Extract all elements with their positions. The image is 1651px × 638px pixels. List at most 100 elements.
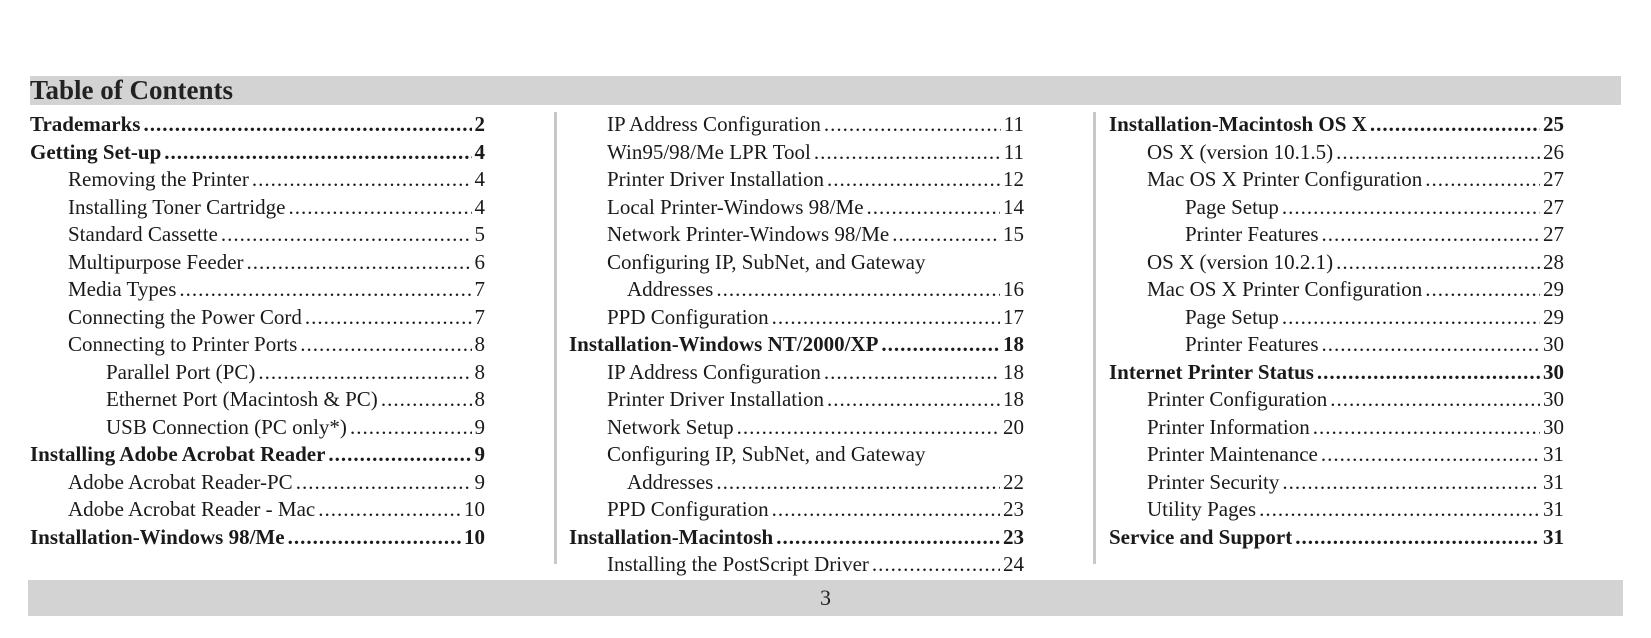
toc-entry[interactable]: Standard Cassette5 [30,221,485,249]
toc-entry-label: Installation-Windows 98/Me [30,524,285,549]
dot-leader [1425,166,1540,194]
dot-leader [827,386,1000,414]
toc-entry[interactable]: Installation-Macintosh OS X25 [1109,111,1564,139]
toc-entry[interactable]: Getting Set-up4 [30,139,485,167]
toc-entry-label: Installing the PostScript Driver [607,552,869,576]
toc-entry-page: 6 [474,249,486,274]
toc-entry[interactable]: Configuring IP, SubNet, and Gateway [569,441,1024,469]
toc-entry[interactable]: OS X (version 10.2.1)28 [1109,249,1564,277]
toc-entry-page: 29 [1543,304,1564,329]
toc-entry[interactable]: USB Connection (PC only*)9 [30,414,485,442]
toc-entry[interactable]: Printer Maintenance31 [1109,441,1564,469]
toc-entry-page: 31 [1543,442,1564,466]
toc-entry[interactable]: PPD Configuration23 [569,496,1024,524]
toc-entry[interactable]: Internet Printer Status30 [1109,359,1564,387]
toc-entry[interactable]: Network Printer-Windows 98/Me15 [569,221,1024,249]
dot-leader [288,194,471,222]
toc-entry[interactable]: Printer Information30 [1109,414,1564,442]
dot-leader [1336,249,1540,277]
toc-entry-label: Service and Support [1109,524,1293,549]
dot-leader [179,276,471,304]
toc-entry-label: Getting Set-up [30,139,162,164]
toc-entry[interactable]: Mac OS X Printer Configuration29 [1109,276,1564,304]
toc-entry-label: Configuring IP, SubNet, and Gateway [607,442,926,466]
toc-entry-page: 7 [474,277,486,301]
dot-leader [892,221,1000,249]
toc-entry[interactable]: Adobe Acrobat Reader - Mac10 [30,496,485,524]
toc-entry-label: Win95/98/Me LPR Tool [607,139,811,164]
toc-entry-page: 18 [1003,387,1024,411]
toc-entry[interactable]: Installing the PostScript Driver24 [569,551,1024,579]
toc-entry-label: Removing the Printer [68,167,249,191]
toc-entry[interactable]: Connecting to Printer Ports8 [30,331,485,359]
toc-entry[interactable]: Service and Support31 [1109,524,1564,552]
toc-entry-page: 4 [474,194,486,219]
toc-entry-page: 5 [474,222,486,246]
dot-leader [300,331,471,359]
toc-entry[interactable]: OS X (version 10.1.5)26 [1109,139,1564,167]
toc-entry[interactable]: Parallel Port (PC)8 [30,359,485,387]
toc-entry-page: 8 [474,359,486,384]
toc-entry[interactable]: Printer Driver Installation 18 [569,386,1024,414]
toc-entry[interactable]: Installation-Windows NT/2000/XP18 [569,331,1024,359]
toc-entry-label: Multipurpose Feeder [68,249,244,274]
toc-entry[interactable]: Media Types7 [30,276,485,304]
toc-entry[interactable]: Printer Configuration30 [1109,386,1564,414]
toc-entry[interactable]: Printer Features30 [1109,331,1564,359]
toc-entry[interactable]: Connecting the Power Cord7 [30,304,485,332]
toc-entry-label: OS X (version 10.2.1) [1147,249,1334,274]
toc-entry[interactable]: Installation-Macintosh23 [569,524,1024,552]
toc-entry[interactable]: Configuring IP, SubNet, and Gateway [569,249,1024,277]
toc-entry[interactable]: Win95/98/Me LPR Tool11 [569,139,1024,167]
toc-entry-page: 8 [474,387,486,411]
toc-entry[interactable]: Addresses16 [569,276,1024,304]
dot-leader [776,524,1000,552]
toc-entry-page: 9 [474,442,486,466]
dot-leader [1317,359,1540,387]
toc-entry-page: 17 [1003,304,1024,329]
page-number: 3 [820,585,831,610]
toc-entry-page: 30 [1543,414,1564,439]
toc-entry[interactable]: Network Setup20 [569,414,1024,442]
toc-entry-label: Printer Driver Installation [607,387,824,411]
toc-entry-label: Internet Printer Status [1109,359,1314,384]
toc-entry[interactable]: Removing the Printer4 [30,166,485,194]
page-title: Table of Contents [30,75,234,105]
toc-entry-page: 14 [1003,194,1024,219]
toc-entry[interactable]: Ethernet Port (Macintosh & PC)8 [30,386,485,414]
toc-entry-label: OS X (version 10.1.5) [1147,139,1334,164]
toc-entry-label: USB Connection (PC only*) [106,414,347,439]
toc-entry[interactable]: IP Address Configuration11 [569,111,1024,139]
toc-entry[interactable]: Printer Security31 [1109,469,1564,497]
dot-leader [258,359,471,387]
toc-entry[interactable]: Addresses22 [569,469,1024,497]
toc-entry-label: Local Printer-Windows 98/Me [607,194,864,219]
toc-entry-label: Utility Pages [1147,497,1257,521]
dot-leader [164,139,471,167]
toc-entry[interactable]: Installation-Windows 98/Me10 [30,524,485,552]
toc-entry[interactable]: Printer Driver Installation12 [569,166,1024,194]
toc-entry-label: Page Setup [1185,304,1279,329]
dot-leader [1282,194,1540,222]
toc-entry[interactable]: Printer Features27 [1109,221,1564,249]
toc-entry[interactable]: Installing Adobe Acrobat Reader9 [30,441,485,469]
toc-entry[interactable]: Mac OS X Printer Configuration27 [1109,166,1564,194]
dot-leader [328,441,471,469]
toc-entry[interactable]: IP Address Configuration18 [569,359,1024,387]
toc-entry[interactable]: Local Printer-Windows 98/Me 14 [569,194,1024,222]
toc-entry[interactable]: Adobe Acrobat Reader-PC9 [30,469,485,497]
dot-leader [881,331,1000,359]
toc-entry[interactable]: Trademarks2 [30,111,485,139]
toc-entry[interactable]: Page Setup27 [1109,194,1564,222]
toc-entry[interactable]: Page Setup 29 [1109,304,1564,332]
dot-leader [252,166,472,194]
toc-entry[interactable]: Utility Pages31 [1109,496,1564,524]
toc-entry[interactable]: Multipurpose Feeder 6 [30,249,485,277]
toc-entry-page: 27 [1543,194,1564,219]
toc-entry-page: 20 [1003,414,1024,439]
toc-entry[interactable]: PPD Configuration17 [569,304,1024,332]
toc-entry-label: IP Address Configuration [607,359,821,384]
toc-entry[interactable]: Installing Toner Cartridge4 [30,194,485,222]
dot-leader [1282,304,1540,332]
column-divider [1093,112,1096,564]
